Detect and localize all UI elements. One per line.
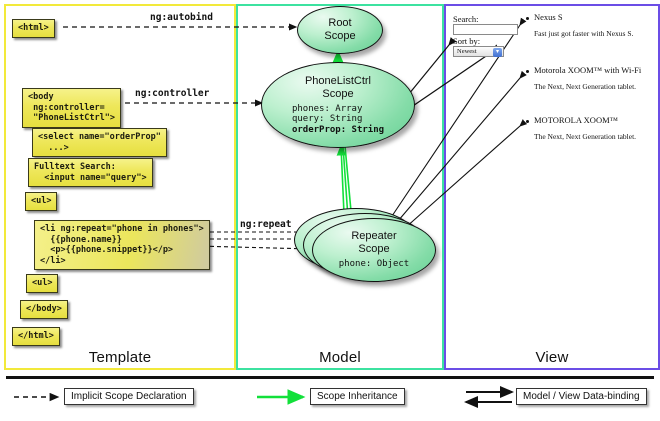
code-box-ul-open[interactable]: <ul> xyxy=(25,192,58,211)
view-phone-name-1[interactable]: Nexus S xyxy=(534,12,563,22)
code-box-select-orderprop[interactable]: <select name="orderProp" ...> xyxy=(32,128,167,157)
scope-repeater-prop: phone: Object xyxy=(338,259,410,270)
view-phone-snippet-2: The Next, Next Generation tablet. xyxy=(534,82,637,91)
chevron-down-icon: ▾ xyxy=(493,48,502,57)
column-label-model: Model xyxy=(319,349,361,366)
list-bullet xyxy=(526,70,529,73)
edge-label-ng-autobind: ng:autobind xyxy=(148,12,215,23)
view-search-input[interactable] xyxy=(453,24,518,35)
legend-item-implicit-scope-declaration: Implicit Scope Declaration xyxy=(64,388,194,405)
scope-prop-phones: phones: Array xyxy=(291,103,363,114)
code-box-html-close[interactable]: </html> xyxy=(12,327,60,346)
view-phone-snippet-3: The Next, Next Generation tablet. xyxy=(534,132,637,141)
scope-root-title-1: Root xyxy=(328,17,352,29)
legend-divider xyxy=(6,376,654,379)
scope-phonelist-title-1: PhoneListCtrl xyxy=(304,74,372,87)
edge-label-ng-controller: ng:controller xyxy=(133,88,212,99)
scope-root[interactable]: Root Scope xyxy=(297,6,383,54)
code-box-ul-close[interactable]: <ul> xyxy=(26,274,59,293)
scope-repeater-title-2: Scope xyxy=(358,243,390,256)
view-sort-select[interactable]: Newest ▾ xyxy=(453,46,504,57)
scope-phonelist-props: phones: Array query: String orderProp: S… xyxy=(292,104,384,136)
code-box-html-open[interactable]: <html> xyxy=(12,19,55,38)
code-box-body-close[interactable]: </body> xyxy=(20,300,68,319)
column-label-view: View xyxy=(535,349,569,366)
column-model: Model xyxy=(236,4,444,370)
code-box-fulltext-search[interactable]: Fulltext Search: <input name="query"> xyxy=(28,158,153,187)
code-box-body-controller[interactable]: <body ng:controller= "PhoneListCtrl"> xyxy=(22,88,121,128)
scope-repeater-title-1: Repeater xyxy=(351,230,397,243)
scope-prop-orderprop: orderProp: String xyxy=(291,124,385,135)
column-view: View xyxy=(444,4,660,370)
column-label-template: Template xyxy=(88,349,152,366)
code-box-li-ngrepeat[interactable]: <li ng:repeat="phone in phones"> {{phone… xyxy=(34,220,210,270)
view-sort-label: Sort by: xyxy=(453,36,481,46)
scope-repeater-front[interactable]: Repeater Scope phone: Object xyxy=(312,218,436,282)
view-phone-snippet-1: Fast just got faster with Nexus S. xyxy=(534,29,634,38)
view-phone-name-3[interactable]: MOTOROLA XOOM™ xyxy=(534,115,618,125)
edge-label-ng-repeat: ng:repeat xyxy=(238,219,294,230)
scope-phonelistctrl[interactable]: PhoneListCtrl Scope phones: Array query:… xyxy=(261,62,415,148)
scope-root-title-2: Scope xyxy=(324,30,356,42)
scope-prop-query: query: String xyxy=(291,114,363,125)
view-phone-name-2[interactable]: Motorola XOOM™ with Wi-Fi xyxy=(534,65,642,75)
legend-item-model-view-data-binding: Model / View Data-binding xyxy=(516,388,647,405)
legend-item-scope-inheritance: Scope Inheritance xyxy=(310,388,405,405)
view-sort-selected-value: Newest xyxy=(457,48,477,55)
scope-phonelist-title-2: Scope xyxy=(322,87,354,100)
list-bullet xyxy=(526,17,529,20)
view-search-label: Search: xyxy=(453,14,479,24)
list-bullet xyxy=(526,120,529,123)
